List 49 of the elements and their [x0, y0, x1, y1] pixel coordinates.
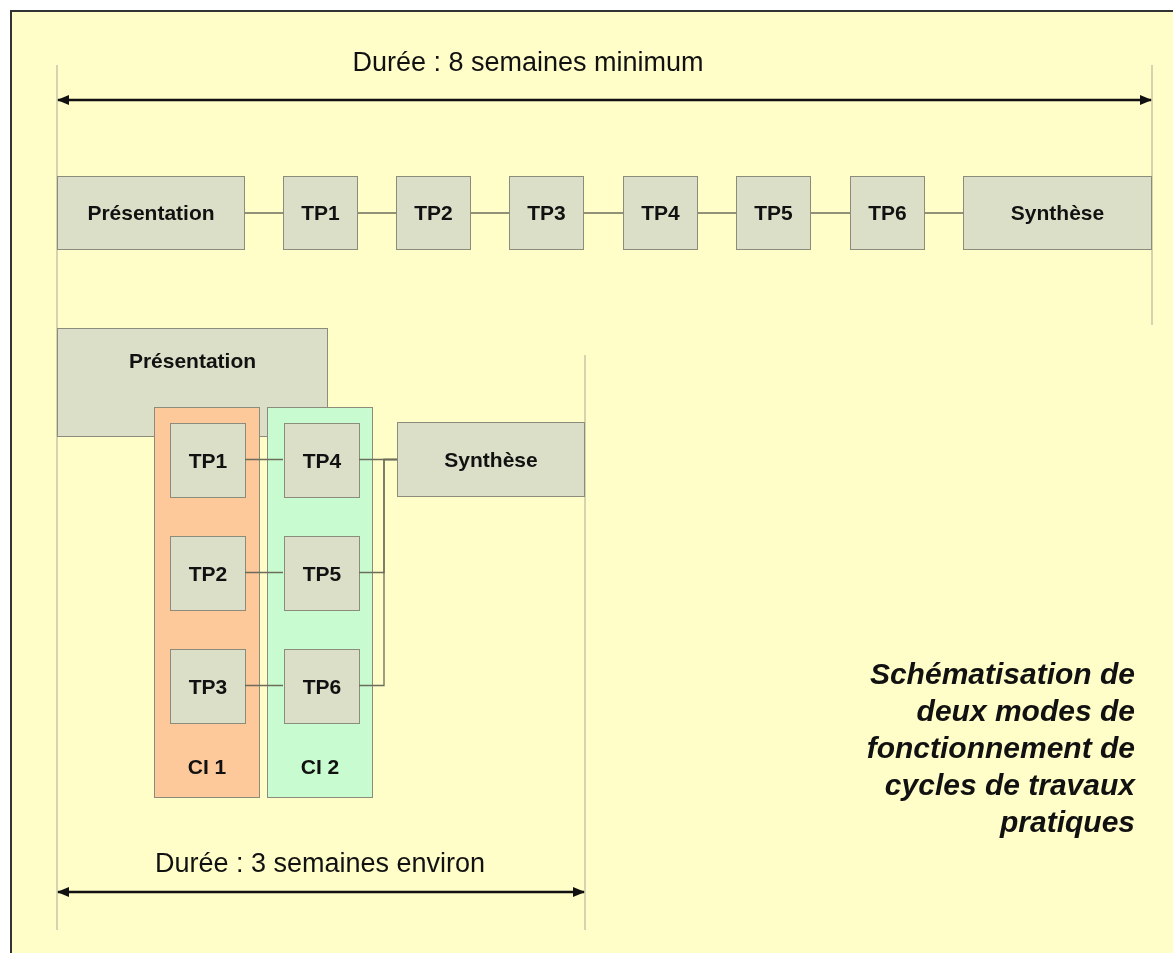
process-box: [623, 176, 698, 250]
box-label: TP6: [868, 201, 907, 225]
connector-line: [357, 212, 397, 214]
process-box: [170, 423, 246, 498]
connector-line: [697, 212, 737, 214]
process-box: [284, 536, 360, 611]
connector-line: [244, 684, 284, 687]
diagram-title: Schématisation de deux modes de fonctionnement de cycles de travaux pratiques: [865, 656, 1135, 840]
box-label: Synthèse: [444, 447, 538, 472]
process-box: [396, 176, 471, 250]
box-label: TP2: [414, 201, 453, 225]
connector-line: [244, 458, 284, 461]
process-box: [509, 176, 584, 250]
connector-line: [244, 212, 284, 214]
box-label: TP6: [302, 674, 342, 699]
box-label: Présentation: [87, 201, 215, 225]
process-box: [963, 176, 1152, 250]
duration-label: Durée : 8 semaines minimum: [352, 46, 704, 78]
process-box: [736, 176, 811, 250]
box-label: Présentation: [128, 348, 257, 373]
process-box: [284, 649, 360, 724]
process-box: [284, 423, 360, 498]
process-box: [170, 536, 246, 611]
duration-label: Durée : 3 semaines environ: [154, 847, 486, 879]
box-label: TP5: [754, 201, 793, 225]
box-label: TP5: [302, 561, 342, 586]
box-label: TP3: [527, 201, 566, 225]
box-label: TP4: [641, 201, 680, 225]
group-label: CI 1: [187, 755, 227, 779]
connector-line: [583, 212, 624, 214]
box-label: TP4: [302, 448, 342, 473]
connector-line: [244, 571, 284, 574]
group-label: CI 2: [300, 755, 340, 779]
process-box: [397, 422, 585, 497]
process-box: [850, 176, 925, 250]
group-column: [267, 407, 373, 798]
box-label: TP1: [301, 201, 340, 225]
group-column: [154, 407, 260, 798]
box-label: TP3: [188, 674, 228, 699]
process-box: [283, 176, 358, 250]
box-label: TP2: [188, 561, 228, 586]
process-box: [170, 649, 246, 724]
connector-line: [470, 212, 510, 214]
connector-line: [924, 212, 964, 214]
process-box: [57, 176, 245, 250]
box-label: TP1: [188, 448, 228, 473]
connector-line: [810, 212, 851, 214]
connector-line: [358, 458, 398, 687]
box-label: Synthèse: [1010, 201, 1105, 225]
